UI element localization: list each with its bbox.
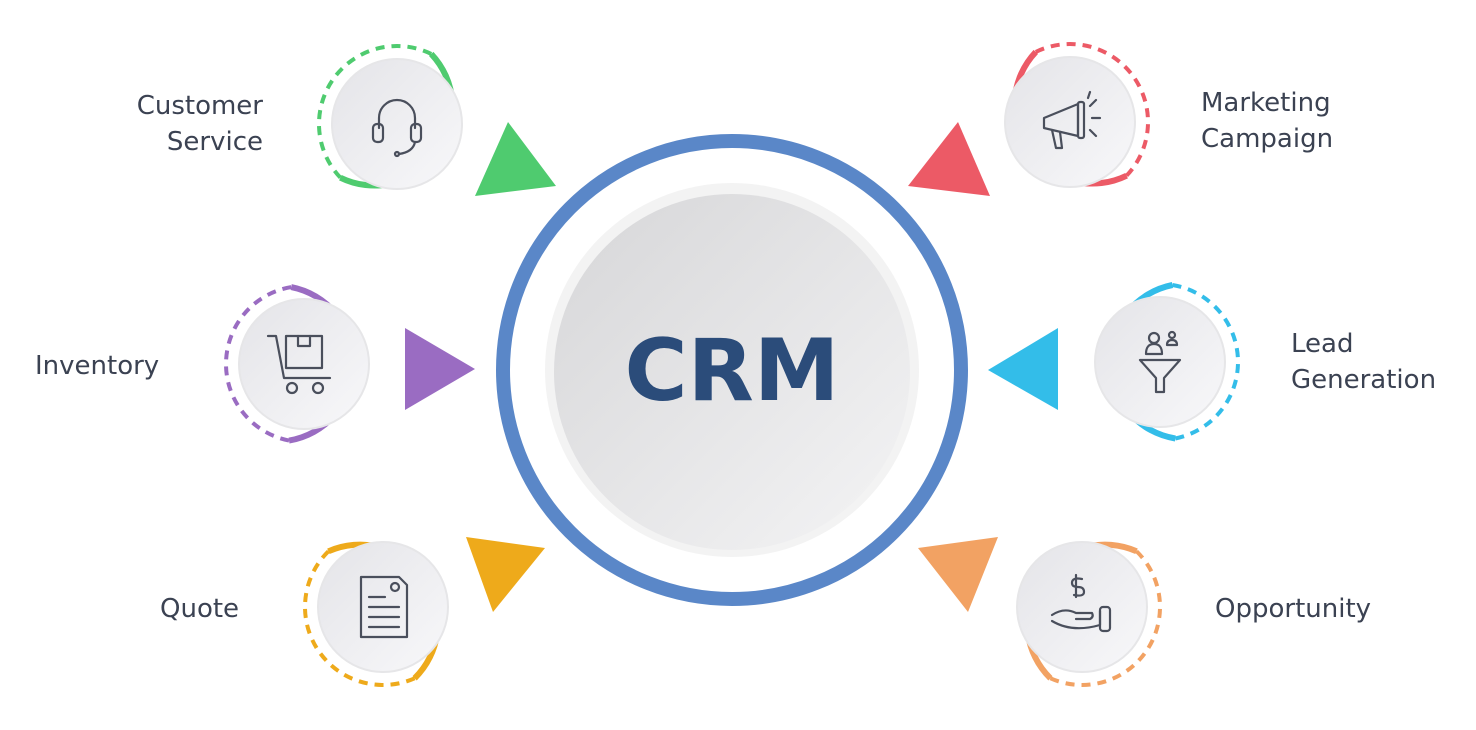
node-disk xyxy=(1016,541,1148,673)
crm-hub: CRM xyxy=(496,134,968,606)
node-inventory xyxy=(224,284,370,444)
node-lead-generation xyxy=(1094,282,1240,442)
arrow-lead-generation xyxy=(988,328,1058,410)
label-marketing-campaign-line2: Campaign xyxy=(1201,124,1333,154)
label-opportunity: Opportunity xyxy=(1215,594,1371,624)
megaphone-icon xyxy=(1042,90,1102,150)
arrow-inventory xyxy=(405,328,475,410)
hub-disk xyxy=(554,194,910,550)
label-lead-generation-line1: Lead xyxy=(1291,329,1353,359)
node-customer-service xyxy=(317,44,463,190)
funnel-icon xyxy=(1138,330,1182,394)
cart-icon xyxy=(266,334,332,395)
node-marketing-campaign xyxy=(1004,42,1150,188)
arrow-customer-service xyxy=(475,122,556,196)
money-hand-icon xyxy=(1050,573,1112,633)
hub-label: CRM xyxy=(625,321,840,421)
node-disk xyxy=(331,58,463,190)
arrow-opportunity xyxy=(918,537,998,612)
node-opportunity xyxy=(1016,541,1162,687)
label-inventory: Inventory xyxy=(35,351,159,381)
node-quote xyxy=(303,541,449,687)
node-disk xyxy=(238,298,370,430)
arrow-marketing-campaign xyxy=(908,122,990,196)
document-icon xyxy=(359,575,409,639)
label-quote: Quote xyxy=(160,594,239,624)
label-customer-service-line2: Service xyxy=(167,127,263,157)
headset-icon xyxy=(371,98,423,158)
label-marketing-campaign-line1: Marketing xyxy=(1201,88,1331,118)
node-disk xyxy=(1004,56,1136,188)
node-disk xyxy=(1094,296,1226,428)
arrow-quote xyxy=(466,537,545,612)
hub-ring xyxy=(496,134,968,606)
label-customer-service-line1: Customer xyxy=(137,91,264,121)
label-lead-generation-line2: Generation xyxy=(1291,365,1436,395)
